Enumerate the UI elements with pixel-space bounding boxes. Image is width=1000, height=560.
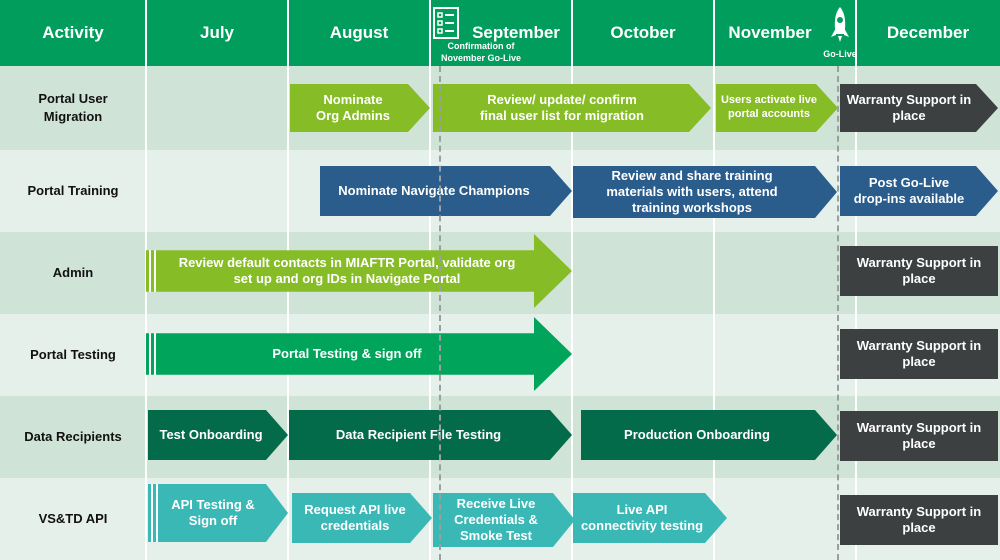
row-label-admin: Admin — [52, 265, 94, 281]
row-label-portal-user-migration: Portal User Migration — [38, 91, 108, 124]
bar-users-activate: Users activate live portal accounts — [716, 84, 838, 132]
bar-label: Users activate live portal accounts — [720, 94, 817, 120]
bar-label: Nominate Navigate Champions — [338, 182, 530, 198]
bar-label: Warranty Support in place — [846, 91, 972, 123]
bar-receive-live-credentials: Receive Live Credentials & Smoke Test — [433, 493, 575, 547]
bar-label: Review and share training materials with… — [606, 167, 778, 216]
rocket-icon — [831, 7, 849, 42]
bar-label: Warranty Support in place — [856, 337, 982, 369]
bar-review-share-training: Review and share training materials with… — [573, 166, 837, 218]
bar-warranty-support-3: Warranty Support in place — [840, 246, 998, 296]
bar-live-api-connectivity: Live API connectivity testing — [573, 493, 727, 543]
row-label-data-recipients: Data Recipients — [24, 429, 122, 445]
header-month-september: September — [430, 0, 572, 66]
row-label-portal-training: Portal Training — [27, 183, 119, 199]
header-month-november: November — [714, 0, 856, 66]
milestone-line-september — [439, 66, 441, 560]
bar-post-go-live: Post Go-Live drop-ins available — [840, 166, 998, 216]
bar-api-testing-signoff: API Testing & Sign off — [148, 484, 288, 542]
header-activity: Activity — [0, 0, 146, 66]
grid-line — [713, 0, 715, 560]
header-month-july: July — [146, 0, 288, 66]
bar-test-onboarding: Test Onboarding — [148, 410, 288, 460]
september-note: Confirmation of November Go-Live — [440, 41, 522, 63]
bar-warranty-support-6: Warranty Support in place — [840, 495, 998, 545]
bar-label: Warranty Support in place — [856, 419, 982, 451]
header-month-october: October — [572, 0, 714, 66]
bar-label: Test Onboarding — [159, 426, 263, 442]
row-label-portal-testing: Portal Testing — [30, 347, 116, 363]
bar-label: Warranty Support in place — [856, 254, 982, 286]
bar-label: Portal Testing & sign off — [272, 345, 422, 361]
header-month-august: August — [288, 0, 430, 66]
grid-line — [571, 0, 573, 560]
bar-data-recipient-file-testing: Data Recipient File Testing — [289, 410, 572, 460]
bar-warranty-support-1: Warranty Support in place — [840, 84, 998, 132]
bar-label: Request API live credentials — [304, 501, 406, 533]
bar-label: Production Onboarding — [624, 426, 770, 442]
bar-label: Live API connectivity testing — [580, 501, 704, 533]
bar-label: Nominate Org Admins — [316, 91, 390, 123]
bar-request-api-credentials: Request API live credentials — [292, 493, 432, 543]
bar-nominate-champions: Nominate Navigate Champions — [320, 166, 572, 216]
checklist-icon — [433, 7, 459, 39]
header-month-december: December — [856, 0, 1000, 66]
bar-label: Post Go-Live drop-ins available — [853, 174, 965, 206]
milestone-line-november — [837, 66, 839, 560]
bar-label: API Testing & Sign off — [171, 496, 255, 528]
bar-warranty-support-5: Warranty Support in place — [840, 411, 998, 461]
bar-production-onboarding: Production Onboarding — [581, 410, 837, 460]
bar-label: Data Recipient File Testing — [335, 426, 502, 442]
bar-label: Review default contacts in MIAFTR Portal… — [178, 254, 516, 286]
bar-label: Receive Live Credentials & Smoke Test — [454, 495, 538, 544]
bar-review-update-confirm: Review/ update/ confirm final user list … — [433, 84, 711, 132]
bar-nominate-org-admins: Nominate Org Admins — [290, 84, 430, 132]
row-label-vstd-api: VS&TD API — [38, 511, 108, 527]
bar-label: Warranty Support in place — [856, 503, 982, 535]
bar-label: Review/ update/ confirm final user list … — [480, 91, 644, 123]
november-note: Go-Live — [823, 49, 857, 59]
bar-warranty-support-4: Warranty Support in place — [840, 329, 998, 379]
